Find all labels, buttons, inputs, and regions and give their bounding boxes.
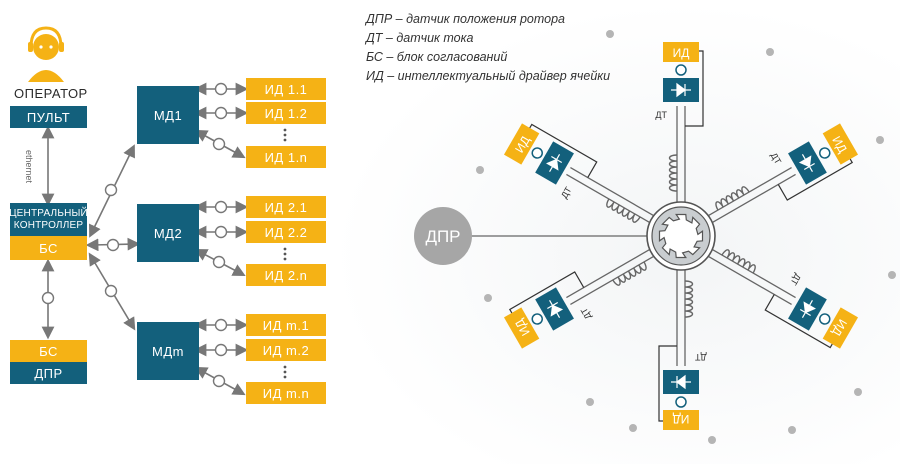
current-sensor-label: ДТ — [769, 151, 784, 166]
connector-icon — [819, 313, 831, 325]
connector-icon — [531, 313, 543, 325]
legend-item: ИД – интеллектуальный драйвер ячейки — [366, 69, 611, 83]
driver-label: ИД — [673, 46, 690, 60]
current-sensor-label: ДТ — [788, 272, 803, 287]
link-badges — [41, 82, 228, 388]
id-box[interactable]: ИД 2.1 — [246, 196, 326, 218]
dpr-sensor-label: ДПР — [425, 227, 460, 246]
connector-icon — [675, 396, 687, 408]
id-box[interactable]: ИД 2.n — [246, 264, 326, 286]
driver-block — [503, 307, 540, 349]
central-title-1: ЦЕНТРАЛЬНЫЙ — [9, 207, 88, 219]
dpr-box[interactable]: ДПР — [10, 362, 87, 384]
current-sensor-label: ДТ — [579, 306, 594, 321]
motor-phase-arm: ДТ ИД — [658, 270, 707, 430]
driver-label: ИД — [673, 412, 690, 426]
id-box[interactable]: ИД 2.2 — [246, 221, 326, 243]
mdm-box[interactable]: МДm — [137, 322, 199, 380]
connector-icon — [531, 147, 543, 159]
operator-label: ОПЕРАТОР — [14, 86, 88, 101]
id-box[interactable]: ИД m.n — [246, 382, 326, 404]
connector-icon — [819, 147, 831, 159]
md2-box[interactable]: МД2 — [137, 204, 199, 262]
legend-item: БС – блок согласований — [366, 50, 508, 64]
dpr-bs-box: БС — [10, 340, 87, 362]
id-box[interactable]: ИД 1.2 — [246, 102, 326, 124]
driver-block — [503, 123, 540, 165]
legend-item: ДТ – датчик тока — [366, 31, 474, 45]
central-title-2: КОНТРОЛЛЕР — [13, 219, 84, 231]
current-sensor-label: ДТ — [559, 185, 574, 200]
id-box[interactable]: ИД 1.1 — [246, 78, 326, 100]
driver-block — [822, 307, 859, 349]
id-box[interactable]: ИД m.1 — [246, 314, 326, 336]
panel-box[interactable]: ПУЛЬТ — [10, 106, 87, 128]
central-bs-box: БС — [10, 236, 87, 260]
operator-icon — [28, 26, 64, 82]
legend: ДПР – датчик положения ротора ДТ – датчи… — [366, 10, 610, 86]
dpr-sensor-circle — [414, 207, 472, 265]
md1-box[interactable]: МД1 — [137, 86, 199, 144]
background-dots — [476, 30, 896, 444]
connector-icon — [675, 64, 687, 76]
driver-block — [822, 123, 859, 165]
legend-item: ДПР – датчик положения ротора — [366, 12, 566, 26]
current-sensor-label: ДТ — [694, 352, 706, 362]
id-box[interactable]: ИД 1.n — [246, 146, 326, 168]
current-sensor-label: ДТ — [655, 110, 667, 120]
driver-block — [663, 42, 699, 62]
driver-block — [663, 410, 699, 430]
id-box[interactable]: ИД m.2 — [246, 339, 326, 361]
rotor — [646, 201, 716, 271]
central-controller[interactable]: ЦЕНТРАЛЬНЫЙ КОНТРОЛЛЕР — [9, 203, 88, 236]
motor-phase-arm: ДТ ИД — [655, 42, 704, 202]
